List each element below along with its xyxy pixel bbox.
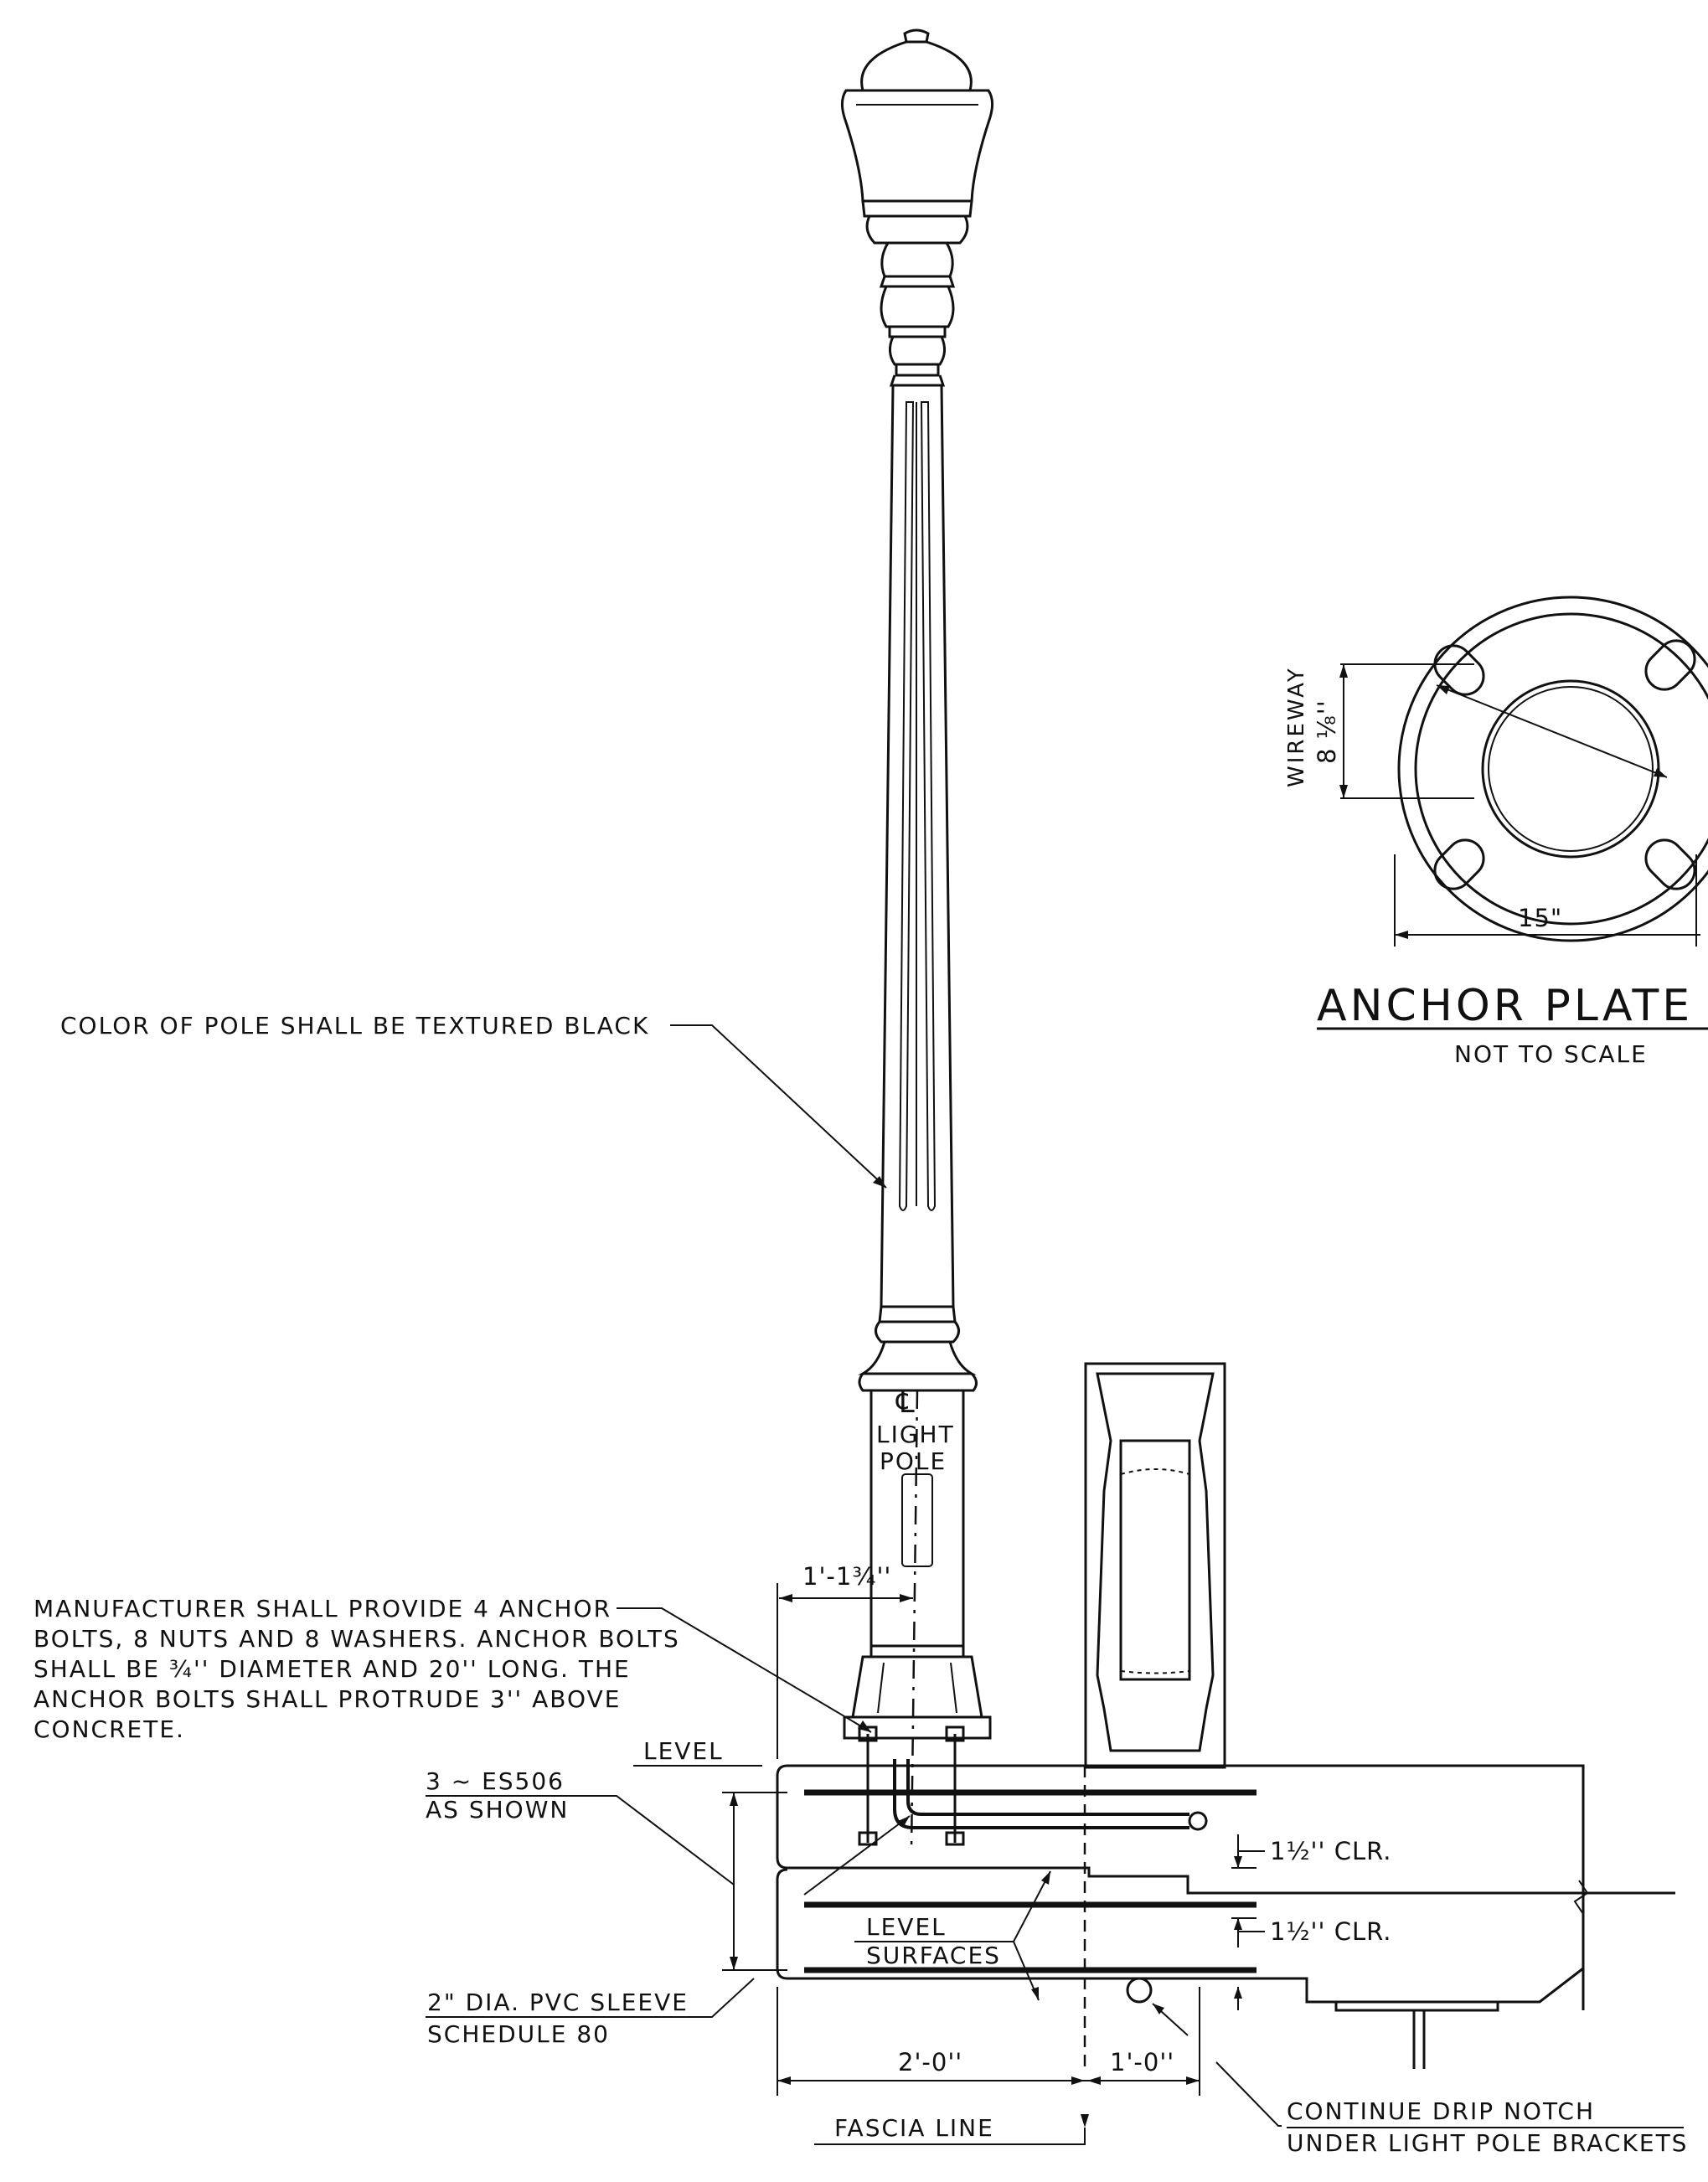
light-pole (840, 28, 1208, 1852)
dim-clear-2: 1½'' CLR. (1270, 1917, 1391, 1946)
dimensions: 1'-1¾'' 1½'' CLR. 1½'' CLR. 2'-0'' 1'-0'… (722, 1562, 1391, 2128)
dim-width-deck: 2'-0'' (898, 2048, 962, 2076)
deck-section (776, 1362, 1675, 2069)
note-pvc-1: 2" DIA. PVC SLEEVE (427, 1989, 689, 2016)
note-pole-color: COLOR OF POLE SHALL BE TEXTURED BLACK (60, 1012, 649, 1039)
note-level-top: LEVEL (643, 1737, 724, 1765)
centerline-label-1: LIGHT (876, 1421, 955, 1448)
centerline-symbol: ℄ (895, 1386, 916, 1420)
note-anchor-line-1: MANUFACTURER SHALL PROVIDE 4 ANCHOR (34, 1595, 611, 1622)
note-anchor-line-3: SHALL BE ¾'' DIAMETER AND 20'' LONG. THE (34, 1655, 631, 1683)
wireway-label: WIREWAY (1284, 666, 1309, 787)
dim-width-overhang: 1'-0'' (1110, 2048, 1174, 2076)
note-rebar-2: AS SHOWN (426, 1796, 569, 1823)
annotations: COLOR OF POLE SHALL BE TEXTURED BLACK MA… (34, 1012, 1688, 2157)
centerline-label-2: POLE (880, 1447, 947, 1475)
note-anchor-line-4: ANCHOR BOLTS SHALL PROTRUDE 3'' ABOVE (34, 1685, 621, 1713)
note-drip-2: UNDER LIGHT POLE BRACKETS (1287, 2129, 1688, 2157)
plate-width-dim: 15" (1518, 904, 1562, 932)
wireway-dim: 8 ⅛'' (1313, 699, 1341, 764)
anchor-plate-detail: WIREWAY 8 ⅛'' 15" ANCHOR PLATE DE NOT TO… (1284, 596, 1708, 1068)
anchor-plate-title: ANCHOR PLATE DE (1317, 981, 1708, 1031)
note-fascia: FASCIA LINE (834, 2114, 994, 2142)
note-rebar-1: 3 ~ ES506 (426, 1767, 565, 1795)
note-drip-1: CONTINUE DRIP NOTCH (1287, 2097, 1595, 2125)
anchor-plate-subtitle: NOT TO SCALE (1454, 1040, 1648, 1068)
note-level-surfaces-2: SURFACES (866, 1942, 1001, 1969)
dim-clear-1: 1½'' CLR. (1270, 1837, 1391, 1865)
note-level-surfaces-1: LEVEL (866, 1913, 947, 1941)
note-anchor-line-2: BOLTS, 8 NUTS AND 8 WASHERS. ANCHOR BOLT… (34, 1625, 680, 1653)
note-anchor-line-5: CONCRETE. (34, 1715, 185, 1743)
note-pvc-2: SCHEDULE 80 (427, 2020, 610, 2048)
dim-pole-offset: 1'-1¾'' (802, 1562, 891, 1591)
